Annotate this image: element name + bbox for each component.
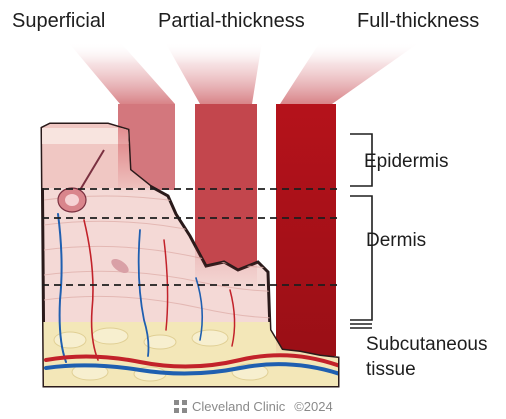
label-subcutaneous: Subcutaneous [366, 333, 488, 357]
cleveland-clinic-logo-icon [174, 400, 187, 413]
brand-name: Cleveland Clinic [192, 399, 285, 414]
copyright: ©2024 [294, 399, 333, 414]
label-epidermis: Epidermis [364, 150, 448, 174]
label-dermis: Dermis [366, 229, 426, 253]
credit-line: Cleveland Clinic ©2024 [174, 399, 333, 414]
label-tissue: tissue [366, 358, 416, 382]
heat-beams [68, 42, 420, 104]
